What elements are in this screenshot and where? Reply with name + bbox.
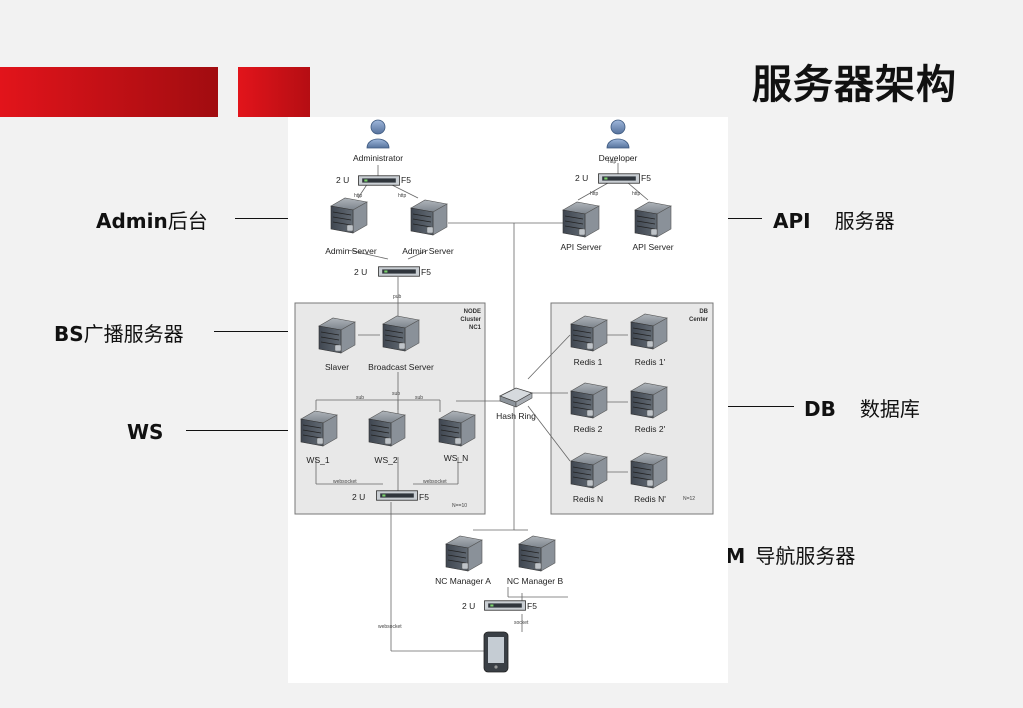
label-db-zh: 数据库	[859, 397, 920, 421]
websocket-label: websocket	[333, 479, 357, 485]
nc-manager-b-label: NC Manager B	[507, 576, 564, 586]
architecture-diagram: Administrator Developer 2 U F5 2 U F5 Ad…	[288, 117, 728, 683]
node-cluster-title: Cluster	[460, 317, 481, 323]
api-server-label: API Server	[560, 242, 601, 252]
label-admin-en: Admin	[96, 209, 168, 233]
label-api: API 服务器	[773, 205, 895, 234]
admin-server-icon	[330, 197, 368, 234]
nc-manager-a-label: NC Manager A	[435, 576, 491, 586]
page-title: 服务器架构	[752, 62, 957, 108]
http-label: http	[590, 191, 599, 197]
redis-nb-label: Redis N'	[634, 494, 666, 504]
f5-label: F5	[419, 492, 429, 502]
ws-n-label: WS_N	[444, 453, 469, 463]
pub-label: pub	[393, 294, 402, 300]
redis-server-icon	[570, 382, 608, 419]
redis-server-icon	[630, 452, 668, 489]
administrator-user-icon	[366, 119, 390, 149]
ws-server-icon	[300, 410, 338, 447]
redis-1b-label: Redis 1'	[635, 357, 666, 367]
websocket-label: websocket	[378, 624, 402, 630]
nc-manager-server-icon	[518, 535, 556, 572]
f5-switch-ws	[376, 490, 418, 501]
developer-label: Developer	[599, 153, 638, 163]
f5-switch-admin	[358, 175, 400, 186]
node-cluster-title: NODE	[464, 309, 481, 315]
label-db: DB 数据库	[804, 393, 920, 422]
sub-label: sub	[392, 391, 400, 397]
admin-server-label: Admin Server	[325, 246, 377, 256]
nc-manager-server-icon	[445, 535, 483, 572]
hash-ring-label: Hash Ring	[496, 411, 536, 421]
redis-server-icon	[630, 382, 668, 419]
api-server-label: API Server	[632, 242, 673, 252]
node-cluster-title: NC1	[469, 325, 482, 331]
http-label: http	[354, 193, 363, 199]
db-center-title: DB	[699, 309, 708, 315]
slaver-server-icon	[318, 317, 356, 354]
sub-label: sub	[356, 395, 364, 401]
f5-switch-pub	[378, 266, 420, 277]
u2-label: 2 U	[354, 267, 367, 277]
http-label: http	[632, 191, 641, 197]
label-db-en: DB	[804, 397, 836, 421]
redis-server-icon	[570, 315, 608, 352]
ws-1-label: WS_1	[306, 455, 329, 465]
api-server-icon	[634, 201, 672, 238]
f5-label: F5	[401, 175, 411, 185]
arrow-ws	[186, 426, 297, 434]
n12-label: N=12	[683, 496, 695, 502]
websocket-label: websocket	[423, 479, 447, 485]
redis-2b-label: Redis 2'	[635, 424, 666, 434]
f5-switch-api	[598, 173, 640, 184]
label-ws: WS	[127, 420, 163, 444]
red-accent-bar	[0, 67, 218, 117]
developer-user-icon	[606, 119, 630, 149]
redis-server-icon	[630, 313, 668, 350]
label-api-en: API	[773, 209, 811, 233]
n10-label: N==10	[452, 503, 467, 509]
broadcast-server-label: Broadcast Server	[368, 362, 434, 372]
f5-label: F5	[421, 267, 431, 277]
label-ncm-zh: 导航服务器	[755, 544, 856, 568]
f5-label: F5	[527, 601, 537, 611]
http-label: http	[608, 159, 617, 165]
label-bs-zh: 广播服务器	[83, 322, 184, 346]
redis-n-label: Redis N	[573, 494, 603, 504]
sub-label: sub	[415, 395, 423, 401]
f5-switch-ncm	[484, 600, 526, 611]
label-bs-en: BS	[54, 322, 84, 346]
label-ws-en: WS	[127, 420, 164, 444]
ws-2-label: WS_2	[374, 455, 397, 465]
broadcast-server-icon	[382, 315, 420, 352]
mobile-phone-icon	[483, 631, 509, 673]
red-accent-bar-small	[238, 67, 310, 117]
ws-server-icon	[368, 410, 406, 447]
hash-ring-router-icon	[499, 387, 534, 408]
label-api-zh: 服务器	[834, 209, 895, 233]
api-server-icon	[562, 201, 600, 238]
u2-label: 2 U	[336, 175, 349, 185]
slaver-label: Slaver	[325, 362, 349, 372]
redis-2-label: Redis 2	[574, 424, 603, 434]
admin-server-label: Admin Server	[402, 246, 454, 256]
label-bs: BS广播服务器	[54, 318, 184, 347]
u2-label: 2 U	[575, 173, 588, 183]
socket-label: socket	[514, 620, 529, 626]
administrator-label: Administrator	[353, 153, 403, 163]
u2-label: 2 U	[352, 492, 365, 502]
label-admin: Admin后台	[96, 205, 208, 234]
db-center-title: Center	[689, 317, 709, 323]
u2-label: 2 U	[462, 601, 475, 611]
ws-server-icon	[438, 410, 476, 447]
admin-server-icon	[410, 199, 448, 236]
http-label: http	[398, 193, 407, 199]
redis-1-label: Redis 1	[574, 357, 603, 367]
f5-label: F5	[641, 173, 651, 183]
redis-server-icon	[570, 452, 608, 489]
label-admin-zh: 后台	[167, 209, 208, 233]
